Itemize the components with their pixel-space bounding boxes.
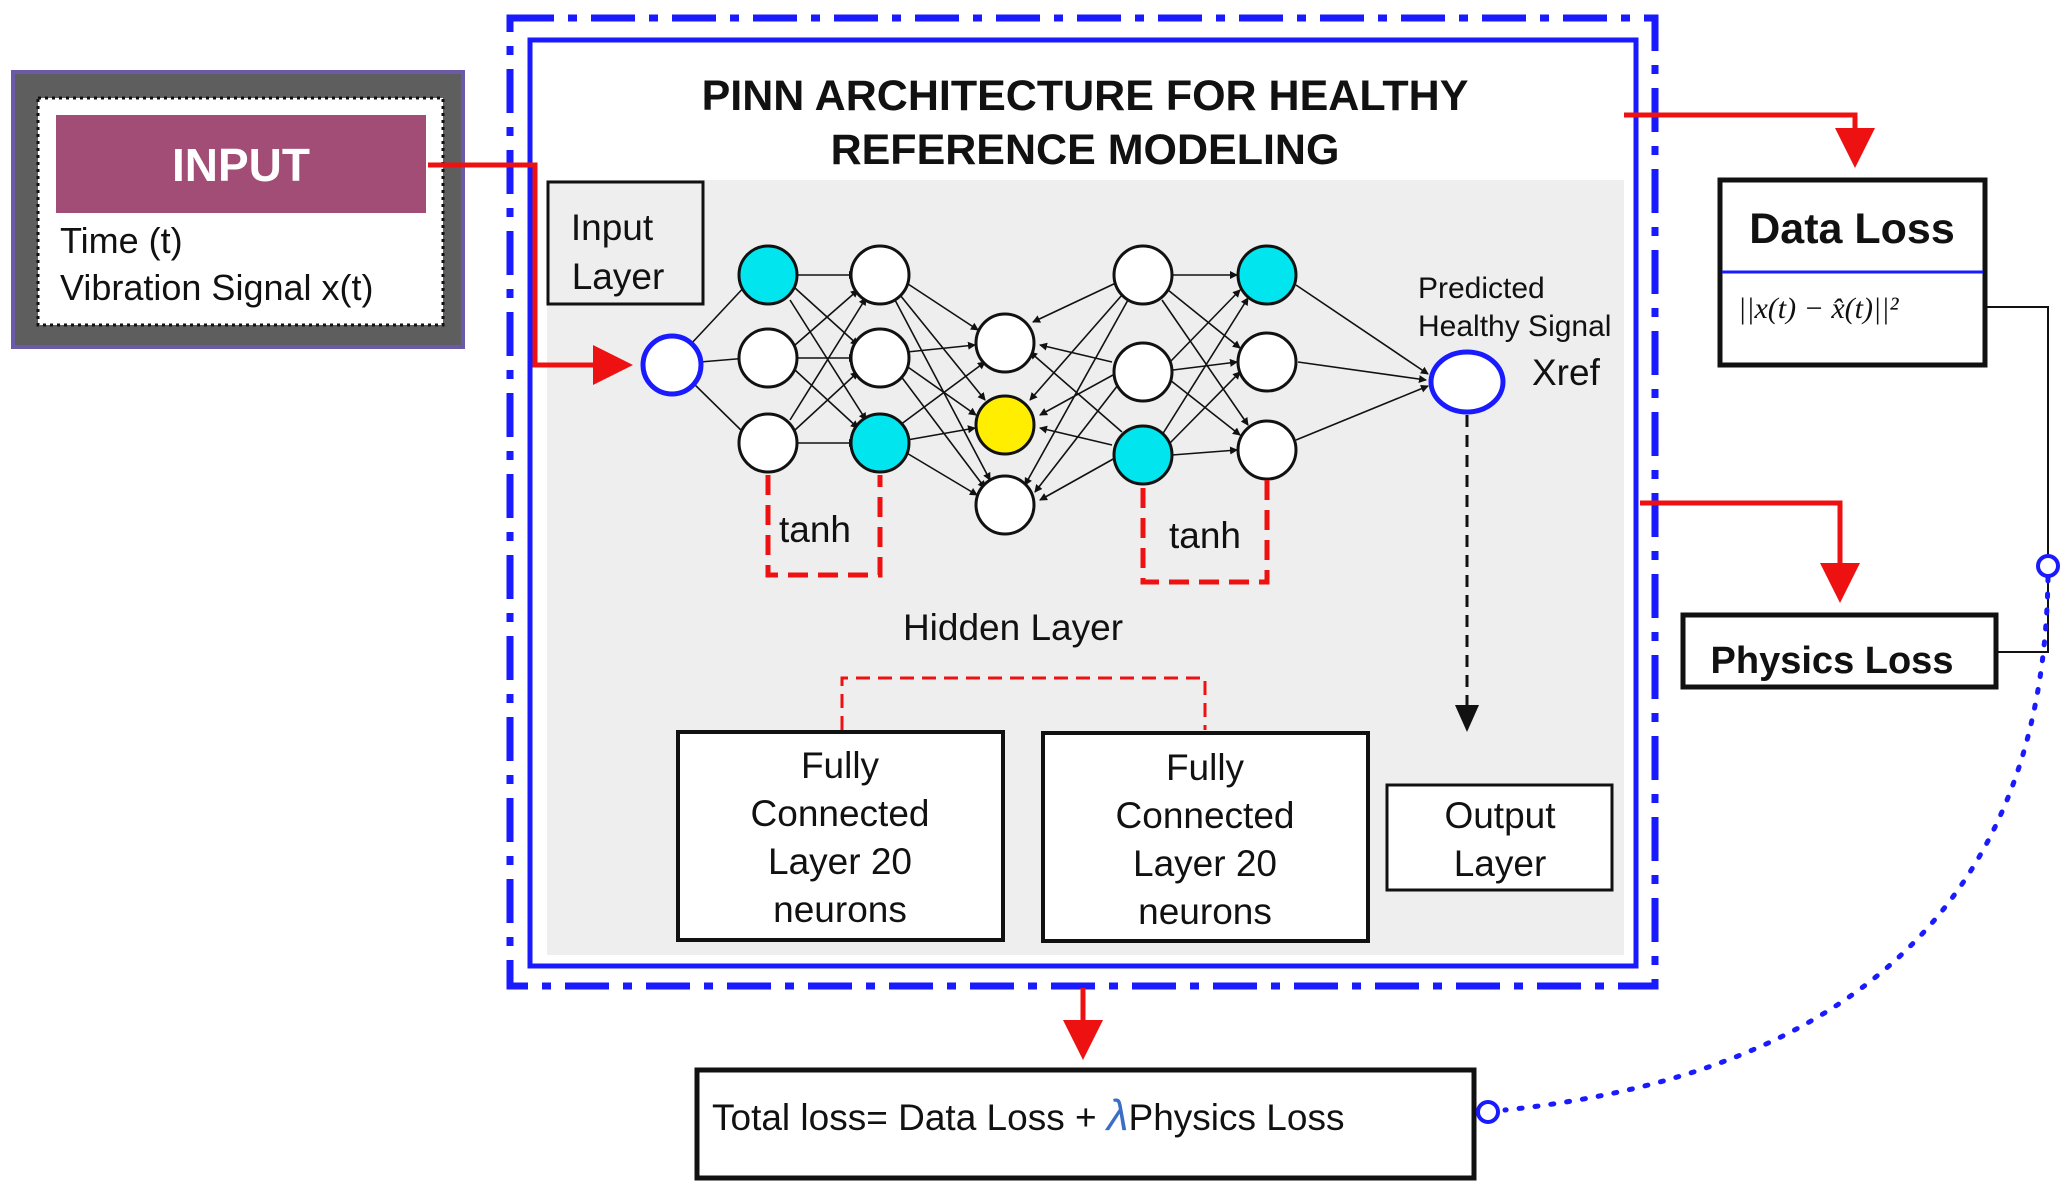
predicted-label-line-1: Predicted <box>1418 272 1545 305</box>
output-layer-box: Output Layer <box>1385 783 1614 892</box>
tanh-bracket-1 <box>765 475 883 578</box>
input-header-label: INPUT <box>172 139 310 191</box>
hidden-neuron <box>849 327 911 389</box>
fc2-line-1: Fully <box>1166 747 1245 788</box>
hidden-layer-bracket <box>840 676 1207 730</box>
output-layer-line-2: Layer <box>1454 843 1547 884</box>
hidden-neuron <box>974 312 1036 374</box>
input-layer-line-2: Layer <box>572 256 665 297</box>
hidden-neuron-cyan <box>737 244 799 306</box>
hidden-neuron <box>1236 331 1298 393</box>
predicted-label-line-2: Healthy Signal <box>1418 310 1611 343</box>
output-neuron <box>1428 349 1506 415</box>
total-loss-node <box>1476 1100 1500 1124</box>
title-line-1: PINN ARCHITECTURE FOR HEALTHY <box>702 72 1469 120</box>
data-loss-label: Data Loss <box>1749 205 1955 253</box>
input-to-network-arrow <box>428 162 633 385</box>
xref-label: Xref <box>1532 352 1601 393</box>
hidden-layer-label: Hidden Layer <box>903 607 1123 648</box>
hidden-neuron <box>1112 341 1174 403</box>
total-loss-suffix: Physics Loss <box>1129 1097 1345 1138</box>
physics-loss-box: Physics Loss <box>1680 612 1999 690</box>
tanh-label-1: tanh <box>779 509 851 550</box>
input-time-label: Time (t) <box>60 220 183 261</box>
input-header <box>56 115 426 213</box>
hidden-neuron-cyan <box>849 412 911 474</box>
hidden-neuron <box>1236 419 1298 481</box>
title-line-2: REFERENCE MODELING <box>831 126 1340 174</box>
hidden-neuron <box>849 244 911 306</box>
hidden-neuron-cyan <box>1236 244 1298 306</box>
hidden-neuron-yellow <box>974 394 1036 456</box>
input-layer-box: Input Layer <box>546 180 705 306</box>
activation-brackets <box>765 475 1270 730</box>
data-loss-formula: ||x(t) − x̂(t)||² <box>1738 292 1899 325</box>
fc1-line-3: Layer 20 <box>768 841 912 882</box>
fc1-line-4: neurons <box>773 889 907 930</box>
fc2-line-3: Layer 20 <box>1133 843 1277 884</box>
fc-layer-box-2: Fully Connected Layer 20 neurons <box>1041 731 1370 943</box>
input-signal-label: Vibration Signal x(t) <box>60 267 374 308</box>
fc2-line-2: Connected <box>1116 795 1295 836</box>
lambda-symbol: λ <box>1105 1091 1129 1140</box>
fc1-line-1: Fully <box>801 745 880 786</box>
input-neuron <box>640 333 704 397</box>
fc1-line-2: Connected <box>751 793 930 834</box>
hidden-neuron <box>737 327 799 389</box>
input-layer-line-1: Input <box>571 207 654 248</box>
network-connections <box>689 271 1429 501</box>
data-loss-box: Data Loss ||x(t) − x̂(t)||² <box>1717 177 1988 368</box>
dotted-feedback-curve <box>1502 575 2051 1113</box>
network-to-data-loss-arrow <box>1624 112 1875 168</box>
neurons <box>640 244 1506 536</box>
fc2-line-4: neurons <box>1138 891 1272 932</box>
red-arrows <box>428 112 1875 1060</box>
hidden-neuron <box>737 412 799 474</box>
tanh-bracket-2 <box>1140 480 1270 585</box>
tanh-label-2: tanh <box>1169 515 1241 556</box>
connector-node <box>2036 554 2060 578</box>
physics-loss-label: Physics Loss <box>1711 640 1954 682</box>
output-layer-line-1: Output <box>1444 795 1556 836</box>
hidden-neuron <box>974 474 1036 536</box>
total-loss-text: Total loss= Data Loss + λPhysics Loss <box>712 1091 1344 1140</box>
loss-connector <box>1985 306 2049 653</box>
hidden-neuron <box>1112 244 1174 306</box>
total-loss-box: Total loss= Data Loss + λPhysics Loss <box>694 1067 1500 1181</box>
network-to-physics-loss-arrow <box>1640 500 1860 603</box>
hidden-neuron-cyan <box>1112 424 1174 486</box>
fc-layer-box-1: Fully Connected Layer 20 neurons <box>676 730 1005 942</box>
total-loss-prefix: Total loss= Data Loss + <box>712 1097 1107 1138</box>
input-block: INPUT Time (t) Vibration Signal x(t) <box>11 70 465 349</box>
